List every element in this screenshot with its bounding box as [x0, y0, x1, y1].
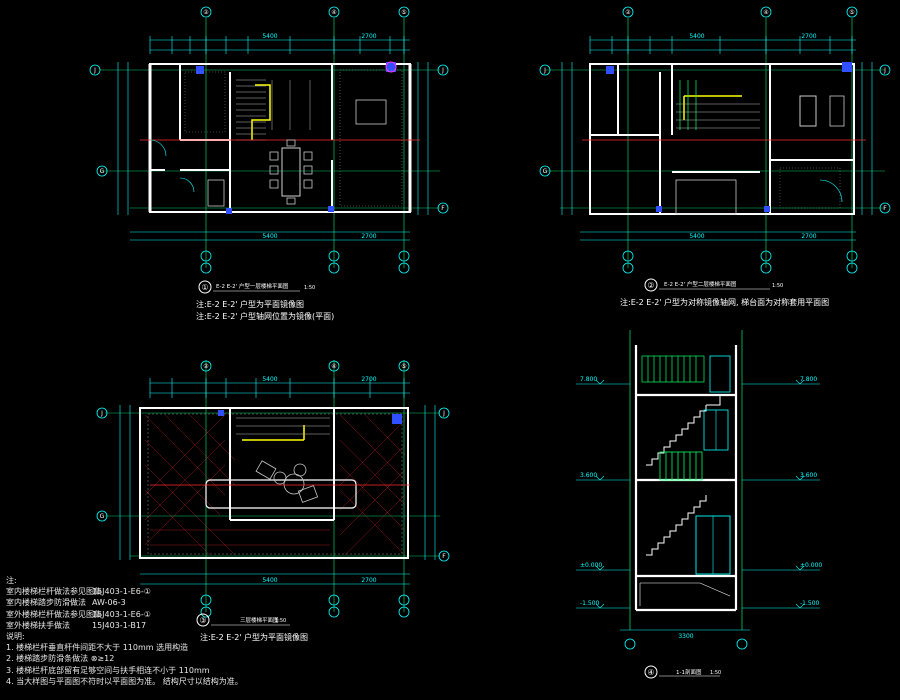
notes-item: 4. 当大样图与平面图不符时以平面图为准。 结构尺寸以结构为准。 [6, 676, 243, 686]
level-text: 7.800 [580, 376, 597, 383]
dimension-text: 2700 [801, 233, 816, 240]
plan-1-title: E-2 E-2' 户型一层楼梯平面图 [216, 282, 289, 290]
notes-row: 室外楼梯栏杆做法参见图集 15J403-1-E6-① [6, 609, 306, 620]
plan-1-number: ① [201, 283, 208, 292]
plan-3-title: 三层楼梯平面图 [240, 616, 279, 624]
axis-label: ④ [331, 9, 336, 16]
axis-label: G [100, 168, 105, 175]
level-text: -1.500 [580, 600, 600, 607]
level-text: 3.600 [800, 472, 817, 479]
axis-label: J [442, 410, 445, 417]
plan-3-scale: 1:50 [275, 618, 286, 624]
dimension-text: 5400 [262, 33, 277, 40]
plan-1-note: 注:E-2 E-2' 户型轴网位置为镜像(平面) [196, 311, 334, 321]
notes-row: 室外楼梯扶手做法 15J403-1-B17 [6, 620, 306, 631]
axis-label: J [100, 410, 103, 417]
notes-row-label: 室内楼梯踏步防滑做法 [6, 598, 86, 608]
section-4-scale: 1:50 [710, 670, 721, 676]
notes-item: 1. 楼梯栏杆垂直杆件间距不大于 110mm 选用构造 [6, 643, 189, 653]
axis-label: ⑤ [401, 9, 406, 16]
axis-label: J [883, 67, 886, 74]
axis-label: ② [625, 9, 631, 16]
notes-row: 室内楼梯栏杆做法参见图集 15J403-1-E6-① [6, 586, 306, 597]
notes-row-value: 15J403-1-E6-① [92, 609, 151, 619]
axis-label: ② [203, 9, 209, 16]
plan-2-title: E-2 E-2' 户型二层楼梯平面图 [664, 280, 737, 288]
section-4-stair-section [576, 330, 820, 679]
plan-2-scale: 1:50 [772, 283, 783, 289]
notes-row-label: 室内楼梯栏杆做法参见图集 [6, 587, 102, 597]
dimension-text: 5400 [689, 233, 704, 240]
plan-2-number: ② [647, 281, 654, 290]
notes-row-label: 室外楼梯栏杆做法参见图集 [6, 609, 102, 619]
axis-label: F [883, 205, 887, 212]
plan-3-number: ③ [199, 616, 206, 625]
axis-label: ④ [331, 363, 336, 370]
axis-label: F [441, 205, 445, 212]
axis-label: G [543, 168, 548, 175]
dimension-text: 2700 [361, 33, 376, 40]
notes-item: 3. 楼梯栏杆底部留有足够空间与扶手相连不小于 110mm [6, 665, 210, 675]
dimension-text: 5400 [689, 33, 704, 40]
axis-label: J [93, 67, 96, 74]
dimension-text: 2700 [801, 33, 816, 40]
plan-2-second-floor [539, 6, 891, 292]
notes-row-value: 15J403-1-E6-① [92, 587, 151, 597]
axis-label: ② [203, 363, 209, 370]
axis-label: ④ [763, 9, 768, 16]
axis-label: J [543, 67, 546, 74]
plan-3-note: 注:E-2 E-2' 户型为平面镜像图 [200, 632, 308, 642]
level-text: 3.600 [580, 472, 597, 479]
dimension-text: 5400 [262, 577, 277, 584]
general-notes: 注: 室内楼梯栏杆做法参见图集 15J403-1-E6-① 室内楼梯踏步防滑做法… [6, 575, 306, 687]
notes-item: 2. 楼梯踏步防滑条做法 ⊗≥12 [6, 654, 115, 664]
axis-label: ⑤ [849, 9, 854, 16]
notes-row-value: 15J403-1-B17 [92, 620, 147, 630]
notes-heading: 注: [6, 576, 17, 585]
level-text: ±0.000 [800, 562, 822, 569]
axis-label: G [100, 513, 105, 520]
dimension-text: 2700 [361, 577, 376, 584]
level-text: 7.800 [800, 376, 817, 383]
axis-label: F [442, 553, 446, 560]
dimension-text: 5400 [262, 233, 277, 240]
dimension-text: 2700 [361, 376, 376, 383]
plan-1-note: 注:E-2 E-2' 户型为平面镜像图 [196, 299, 304, 309]
plan-1-first-floor [89, 6, 449, 294]
notes-subheading: 说明: [6, 632, 25, 642]
notes-row: 室内楼梯踏步防滑做法 AW-06-3 [6, 597, 306, 608]
dimension-text: 3300 [678, 633, 693, 640]
plan-3-third-floor [96, 360, 450, 627]
plan-2-note: 注:E-2 E-2' 户型为对称镜像轴网, 梯台面为对称套用平面图 [620, 297, 829, 307]
section-4-title: 1-1剖面图 [676, 668, 702, 676]
notes-row-label: 室外楼梯扶手做法 [6, 620, 70, 630]
dimension-text: 2700 [361, 233, 376, 240]
axis-label: ⑤ [401, 363, 406, 370]
level-text: -1.500 [800, 600, 820, 607]
plan-1-scale: 1:50 [304, 285, 315, 291]
notes-row-value: AW-06-3 [92, 598, 126, 608]
level-text: ±0.000 [580, 562, 602, 569]
section-4-number: ④ [647, 668, 654, 677]
dimension-text: 5400 [262, 376, 277, 383]
axis-label: J [441, 67, 444, 74]
